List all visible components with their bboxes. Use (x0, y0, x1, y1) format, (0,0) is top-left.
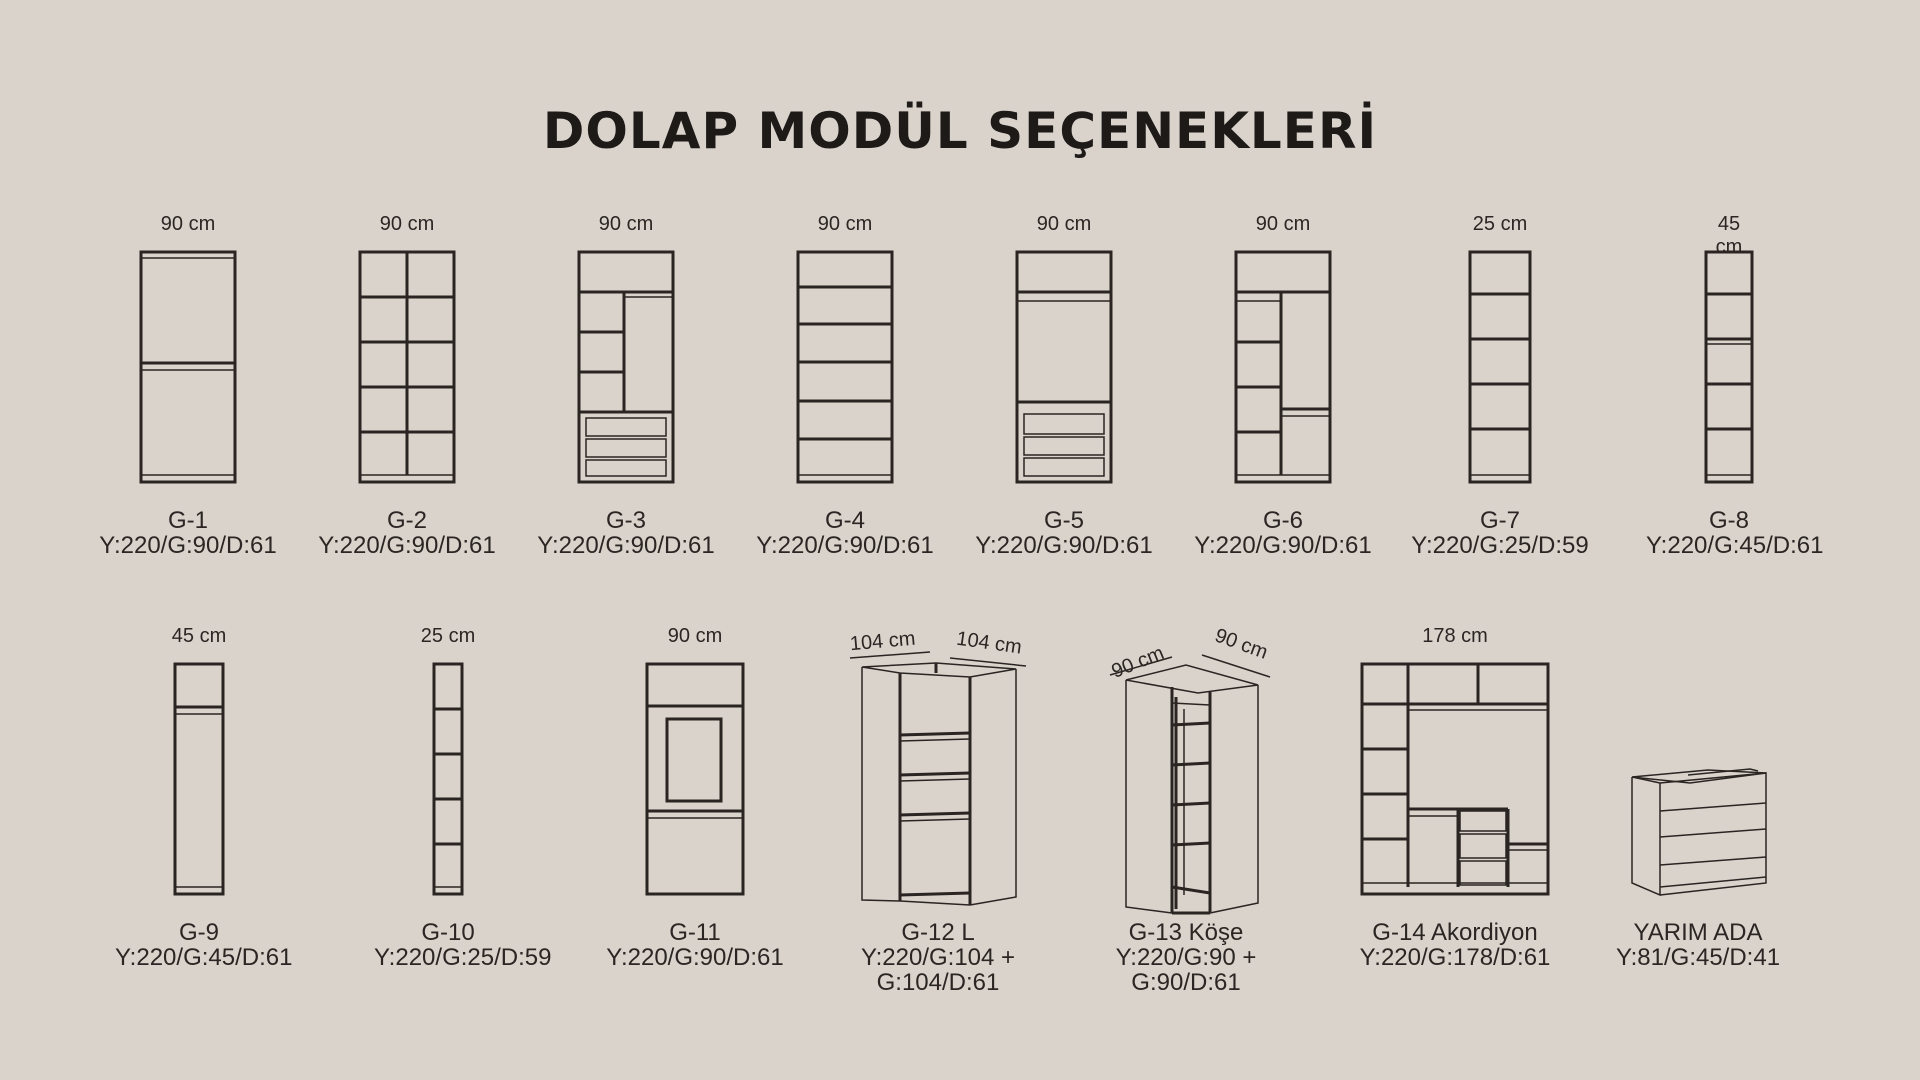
module-g-7: 25 cm G-7 Y:220/G:25/D:59 (1411, 213, 1588, 558)
width-label-right: 104 cm (955, 628, 1023, 659)
page-title: DOLAP MODÜL SEÇENEKLERİ (542, 102, 1378, 160)
module-width-label: 25 cm (1472, 213, 1528, 235)
module-code: G-1 (167, 507, 208, 534)
module-dimensions: Y:220/G:90/D:61 (318, 532, 496, 559)
module-width-label: 178 cm (1422, 625, 1488, 647)
module-width-label: 45 cm (171, 625, 227, 647)
module-code: G-4 (824, 507, 865, 534)
cabinet-drawing (645, 662, 745, 896)
module-width-label: 25 cm (420, 625, 476, 647)
cabinet-drawing (173, 662, 225, 896)
module-width-label: 90 cm (1255, 213, 1311, 235)
cabinet-drawing (1704, 250, 1754, 484)
width-label-left: 104 cm (849, 628, 916, 656)
module-g-13-kose: 90 cm 90 cm G-13 Köşe Y:220/G:90 + G:90/… (1106, 624, 1271, 1005)
module-width-label: 90 cm (817, 213, 873, 235)
module-dimensions-line-2: G:90/D:61 (1131, 969, 1241, 996)
module-dimensions: Y:220/G:45/D:61 (115, 944, 293, 971)
module-code: YARIM ADA (1633, 919, 1763, 946)
module-dimensions: Y:220/G:90/D:61 (606, 944, 784, 971)
module-code: G-3 (605, 507, 646, 534)
module-yarim-ada: YARIM ADA Y:81/G:45/D:41 (1616, 625, 1780, 985)
cabinet-drawing (358, 250, 456, 484)
module-g-3: 90 cm G-3 Y:220/G:90/D:61 (537, 213, 714, 558)
module-code: G-9 (178, 919, 219, 946)
module-code: G-11 (669, 919, 721, 946)
module-g-10: 25 cm G-10 Y:220/G:25/D:59 (374, 625, 551, 985)
module-dimensions: Y:220/G:104 + (860, 944, 1016, 971)
module-g-8: 45 cm G-8 Y:220/G:45/D:61 (1646, 213, 1823, 558)
cabinet-drawing (1234, 250, 1332, 484)
cabinet-drawing (577, 250, 675, 484)
module-dimensions: Y:220/G:90/D:61 (537, 532, 715, 559)
module-dimensions: Y:220/G:90/D:61 (975, 532, 1153, 559)
module-g-9: 45 cm G-9 Y:220/G:45/D:61 (115, 625, 292, 985)
module-dimensions: Y:220/G:90/D:61 (1194, 532, 1372, 559)
module-code: G-12 L (901, 919, 975, 946)
module-code: G-8 (1708, 507, 1749, 534)
width-label-right: 90 cm (1212, 624, 1271, 663)
module-code: G-10 (421, 919, 475, 946)
module-code: G-5 (1043, 507, 1084, 534)
cabinet-drawing (796, 250, 894, 484)
module-dimensions-line-2: G:104/D:61 (876, 969, 1000, 996)
module-code: G-2 (386, 507, 427, 534)
module-g-6: 90 cm G-6 Y:220/G:90/D:61 (1194, 213, 1371, 558)
cabinet-drawing (432, 662, 464, 896)
cabinet-drawing (139, 250, 237, 484)
island-cabinet-drawing (1631, 768, 1767, 897)
module-width-label: 90 cm (1036, 213, 1092, 235)
module-g-2: 90 cm G-2 Y:220/G:90/D:61 (318, 213, 495, 558)
module-code: G-7 (1479, 507, 1520, 534)
module-dimensions: Y:220/G:90/D:61 (99, 532, 277, 559)
module-dimensions: Y:220/G:45/D:61 (1646, 532, 1824, 559)
module-code: G-6 (1262, 507, 1303, 534)
module-width-label: 90 cm (160, 213, 216, 235)
module-dimensions: Y:220/G:90 + (1115, 944, 1257, 971)
module-width-label: 90 cm (667, 625, 723, 647)
module-dimensions: Y:220/G:25/D:59 (1411, 532, 1589, 559)
module-dimensions: Y:220/G:90/D:61 (756, 532, 934, 559)
corner-cabinet-drawing: 90 cm 90 cm (1108, 624, 1271, 915)
module-g-12-l: 104 cm 104 cm G-12 L Y:220/G:104 + G:104… (848, 625, 1028, 1005)
module-width-label: 90 cm (379, 213, 435, 235)
module-g-11: 90 cm G-11 Y:220/G:90/D:61 (606, 625, 783, 985)
module-g-1: 90 cm G-1 Y:220/G:90/D:61 (99, 213, 276, 558)
module-g-14-akordiyon: 178 cm G-14 Akordiyon Y:220/G:178/D:61 (1360, 625, 1551, 985)
module-dimensions: Y:220/G:25/D:59 (374, 944, 552, 971)
cabinet-drawing (1360, 662, 1550, 896)
cabinet-drawing (1015, 250, 1113, 484)
corner-cabinet-drawing: 104 cm 104 cm (849, 628, 1027, 906)
module-g-4: 90 cm G-4 Y:220/G:90/D:61 (756, 213, 933, 558)
cabinet-drawing (1468, 250, 1532, 484)
module-dimensions: Y:220/G:178/D:61 (1359, 944, 1551, 971)
module-code: G-13 Köşe (1128, 919, 1244, 946)
module-width-label: 90 cm (598, 213, 654, 235)
module-g-5: 90 cm G-5 Y:220/G:90/D:61 (975, 213, 1152, 558)
module-dimensions: Y:81/G:45/D:41 (1615, 944, 1781, 971)
module-code: G-14 Akordiyon (1372, 919, 1538, 946)
